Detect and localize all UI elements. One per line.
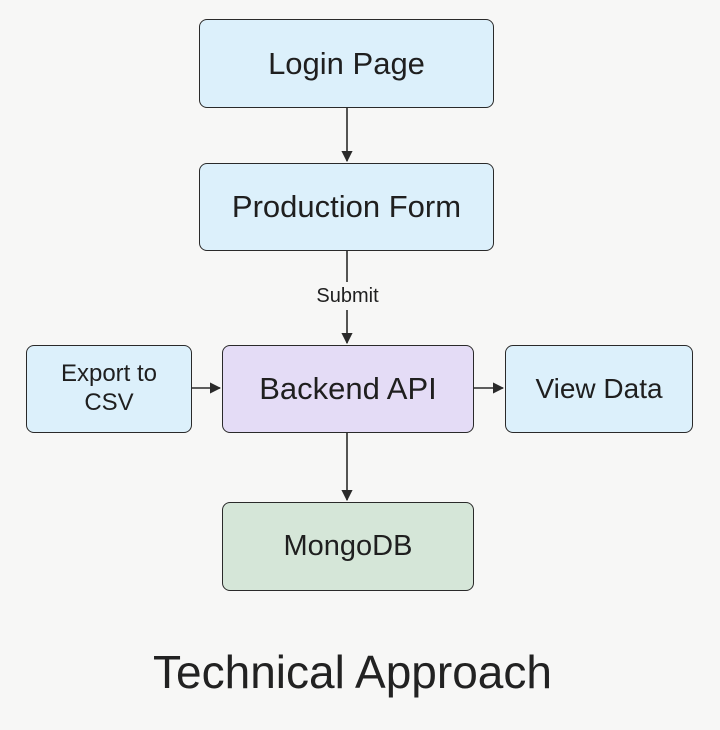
node-mongodb: MongoDB [222, 502, 474, 591]
node-export-label-line1: Export to [60, 360, 158, 388]
node-login-page: Login Page [199, 19, 494, 108]
diagram-title: Technical Approach [153, 646, 552, 698]
node-backend-api-label: Backend API [259, 371, 437, 406]
node-login-page-label: Login Page [268, 45, 425, 81]
node-production-form: Production Form [199, 163, 494, 251]
node-backend-api: Backend API [222, 345, 474, 433]
node-production-form-label: Production Form [231, 189, 462, 224]
node-view-data-label: View Data [535, 373, 663, 404]
node-export-label-line2: CSV [84, 389, 134, 416]
node-view-data: View Data [505, 345, 693, 433]
edge-label-submit: Submit [300, 284, 395, 308]
node-mongodb-label: MongoDB [283, 530, 413, 562]
node-export-to-csv: Export to CSV [26, 345, 192, 433]
